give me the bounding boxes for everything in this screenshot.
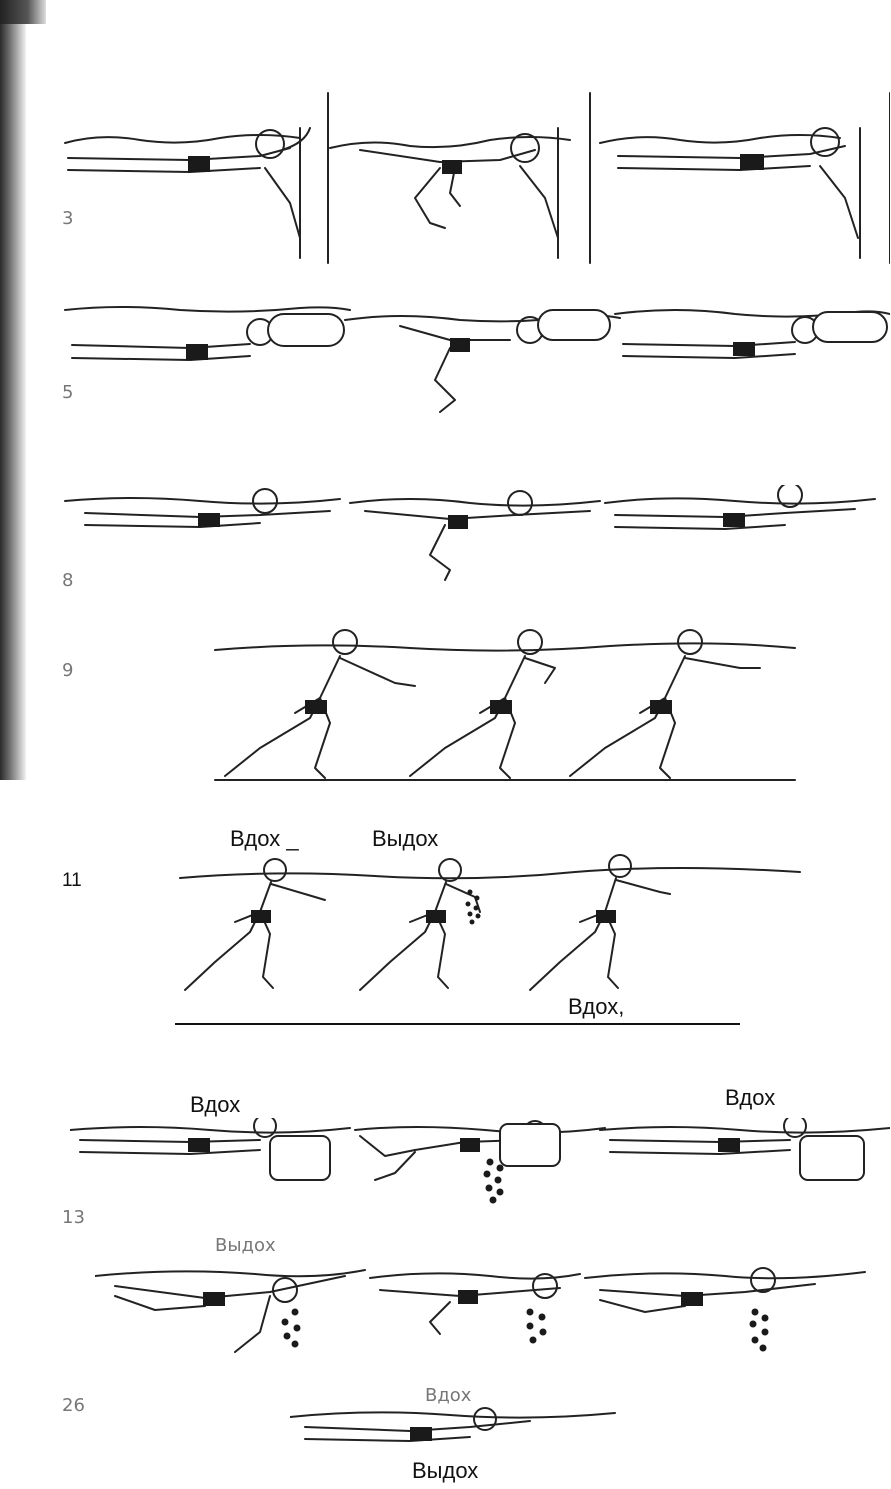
figure-5-frame-2 — [345, 310, 620, 412]
figure-5-illustration — [60, 300, 890, 435]
figure-11-exhale-label: Выдох — [372, 826, 438, 852]
figure-8-frame-3 — [605, 485, 875, 529]
figure-11-baseline — [175, 1023, 740, 1025]
figure-11-number: 11 — [62, 870, 82, 892]
figure-26-bubbles-1 — [282, 1309, 301, 1348]
figure-3-frame-3 — [600, 93, 890, 263]
figure-8-number: 8 — [62, 570, 73, 591]
figure-3-illustration — [60, 88, 890, 268]
figure-26-exhale-label: Выдох — [215, 1235, 276, 1256]
figure-9-person-3 — [570, 630, 760, 778]
figure-11-illustration — [175, 852, 805, 992]
figure-13-frame-2 — [355, 1121, 605, 1204]
figure-26-inhale-label: Вдох — [425, 1385, 471, 1406]
figure-26-bubbles-2 — [527, 1309, 547, 1344]
figure-26-frame-1 — [95, 1270, 365, 1352]
figure-3-frame-1 — [65, 93, 328, 263]
figure-9-illustration — [210, 628, 800, 783]
figure-3-number: 3 — [62, 208, 73, 229]
figure-13-frame-3 — [600, 1118, 890, 1180]
figure-5-frame-1 — [65, 307, 350, 360]
figure-3-frame-2 — [330, 93, 590, 263]
figure-26-frame-3 — [585, 1268, 865, 1352]
book-spine-shadow — [0, 0, 26, 780]
figure-26-illustration — [95, 1262, 890, 1377]
figure-13-number: 13 — [62, 1207, 85, 1228]
book-corner-shadow — [0, 0, 46, 24]
figure-11-person-3 — [530, 855, 670, 990]
figure-13-illustration — [70, 1118, 890, 1213]
figure-13-inhale-label: Вдох — [190, 1092, 240, 1118]
figure-13-frame-1 — [70, 1118, 350, 1180]
figure-26-bubbles-3 — [750, 1309, 769, 1352]
figure-9-person-1 — [225, 630, 415, 778]
figure-13-bubbles-1 — [484, 1159, 504, 1204]
figure-11-person-1 — [185, 859, 325, 990]
figure-26-glide-illustration — [290, 1405, 620, 1455]
figure-5-number: 5 — [62, 382, 73, 403]
figure-5-frame-3 — [615, 310, 890, 358]
figure-11-inhale-label-2: Вдох, — [568, 994, 624, 1020]
figure-8-illustration — [60, 485, 890, 595]
figure-26-number: 26 — [62, 1395, 85, 1416]
figure-9-number: 9 — [62, 660, 73, 681]
figure-8-frame-1 — [65, 489, 340, 527]
figure-11-inhale-label: Вдох _ — [230, 826, 299, 852]
figure-26-exhale-label-2: Выдох — [412, 1458, 478, 1484]
figure-26-frame-2 — [370, 1273, 580, 1343]
figure-8-frame-2 — [350, 491, 600, 580]
figure-13-inhale-label-2: Вдох — [725, 1085, 775, 1111]
figure-9-person-2 — [410, 630, 555, 778]
